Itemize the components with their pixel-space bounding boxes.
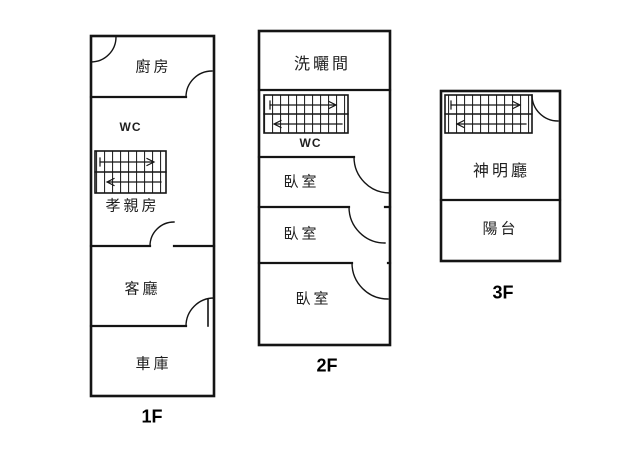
floor-3f-plan: [439, 89, 562, 263]
room-label-kitchen: 廚房: [135, 58, 172, 76]
stairs-icon: [263, 94, 349, 134]
floor-2f-plan: [257, 29, 392, 347]
room-label-parents-room: 孝親房: [105, 197, 160, 215]
room-label-shrine-hall: 神明廳: [472, 163, 531, 180]
floor-label-3f: 3F: [492, 282, 514, 303]
room-label-balcony: 陽台: [482, 220, 519, 238]
floor-1f-plan: [89, 34, 216, 398]
floor-label-1f: 1F: [141, 406, 163, 427]
door-arc-icon: [353, 156, 391, 194]
room-label-bedroom-middle: 臥室: [283, 225, 320, 243]
outer-wall-1f: [89, 34, 216, 398]
stairs-icon: [94, 150, 167, 194]
floor-label-2f: 2F: [316, 355, 338, 376]
room-label-laundry: 洗曬間: [293, 56, 352, 73]
room-label-garage: 車庫: [135, 355, 172, 373]
door-arc-icon: [351, 262, 389, 300]
stairs-icon: [444, 94, 533, 134]
room-label-living-room: 客廳: [124, 280, 161, 298]
door-arc-icon: [149, 221, 175, 247]
door-arc-icon: [531, 94, 559, 122]
door-arc-icon: [90, 36, 117, 63]
room-label-wc-1f: WC: [119, 120, 142, 134]
room-label-bedroom-top: 臥室: [283, 173, 320, 191]
door-arc-icon: [348, 206, 386, 244]
room-label-wc-2f: WC: [299, 136, 322, 150]
outer-wall-2f: [257, 29, 392, 347]
door-arc-icon: [185, 297, 215, 327]
door-arc-icon: [185, 70, 213, 98]
outer-wall-3f: [439, 89, 562, 263]
room-label-bedroom-bottom: 臥室: [295, 290, 332, 308]
